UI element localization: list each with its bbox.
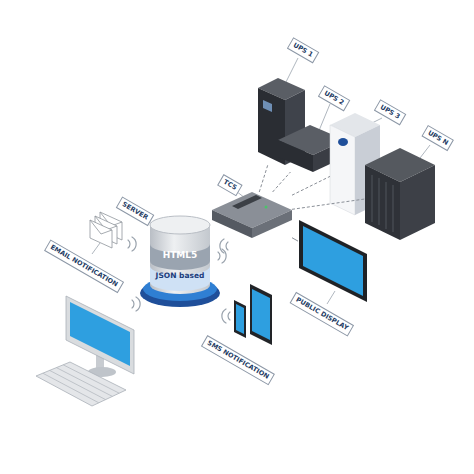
tcs-ports xyxy=(232,195,262,209)
device-tag: UPS N xyxy=(422,125,455,151)
server-band xyxy=(150,266,210,291)
wireless-signal xyxy=(132,300,134,308)
keyboard-row xyxy=(63,365,119,393)
vent-line xyxy=(385,182,386,229)
wireless-signal xyxy=(228,312,230,320)
wireless-signal xyxy=(222,249,226,263)
network-link xyxy=(273,172,291,192)
keyboard xyxy=(36,362,126,406)
tcs-front xyxy=(212,210,252,238)
server-body xyxy=(150,225,210,294)
device-tag: UPS 1 xyxy=(287,37,319,63)
keyboard-row xyxy=(50,370,106,399)
device-tag: EMAIL NOTIFICATION xyxy=(44,239,123,292)
display-frame xyxy=(299,220,367,302)
ups-front xyxy=(330,125,355,215)
phone xyxy=(234,300,246,338)
wireless-signal xyxy=(128,240,130,248)
keyboard-row xyxy=(56,368,112,397)
device-node: UPS 2 xyxy=(278,125,345,172)
vent-line xyxy=(378,178,379,225)
phone-screen xyxy=(236,304,244,334)
wireless-signal xyxy=(218,252,220,260)
display-link xyxy=(292,238,298,241)
server-label: JSON based xyxy=(156,272,205,280)
wireless-signal xyxy=(220,239,224,253)
device-tag: PUBLIC DISPLAY xyxy=(290,292,354,336)
tablet-screen xyxy=(252,289,270,340)
device-node: EMAIL NOTIFICATION xyxy=(88,210,124,250)
wireless-signal xyxy=(226,242,228,250)
leader-line xyxy=(420,145,430,158)
device-node: SERVERHTML5JSON based xyxy=(140,215,220,307)
network-link xyxy=(292,199,365,209)
monitor-frame xyxy=(66,296,134,374)
ups-logo xyxy=(338,138,348,146)
wireless-signal xyxy=(222,309,226,323)
tcs-led xyxy=(265,206,268,209)
wireless-signal xyxy=(136,297,140,311)
vent-line xyxy=(392,185,393,232)
leader-line xyxy=(327,291,335,304)
server-top xyxy=(150,216,210,234)
device-node: UPS 3 xyxy=(330,113,380,215)
vent-line xyxy=(371,175,372,222)
server-label: HTML5 xyxy=(163,251,198,260)
ups-screen xyxy=(263,100,272,112)
device-tag: TCS xyxy=(217,174,242,196)
envelope-flap xyxy=(90,220,112,234)
device-node: TCS xyxy=(212,192,292,238)
network-link xyxy=(259,165,268,192)
leader-line xyxy=(92,243,100,254)
ups-front xyxy=(278,140,313,172)
device-node: UPS 1 xyxy=(258,78,305,165)
wireless-signal xyxy=(132,237,136,251)
tablet xyxy=(250,284,272,345)
tcs-side xyxy=(252,210,292,238)
network-link xyxy=(292,176,330,195)
leader-line xyxy=(285,58,298,84)
display-screen xyxy=(303,226,363,296)
server-band xyxy=(150,244,210,270)
device-tag: SERVER xyxy=(116,196,154,225)
device-node: SMS NOTIFICATION xyxy=(232,283,274,346)
device-tag: SMS NOTIFICATION xyxy=(201,335,275,385)
envelope xyxy=(90,220,112,248)
device-tag: UPS 2 xyxy=(318,85,350,111)
device-tag: UPS 3 xyxy=(374,99,406,125)
ups-side xyxy=(400,165,435,240)
ups-front xyxy=(365,165,400,240)
monitor-screen xyxy=(70,302,130,366)
device-node: UPS N xyxy=(365,148,435,240)
leader-line xyxy=(318,104,330,133)
keyboard-row xyxy=(43,373,99,403)
device-node: PUBLIC DISPLAY xyxy=(298,218,368,304)
